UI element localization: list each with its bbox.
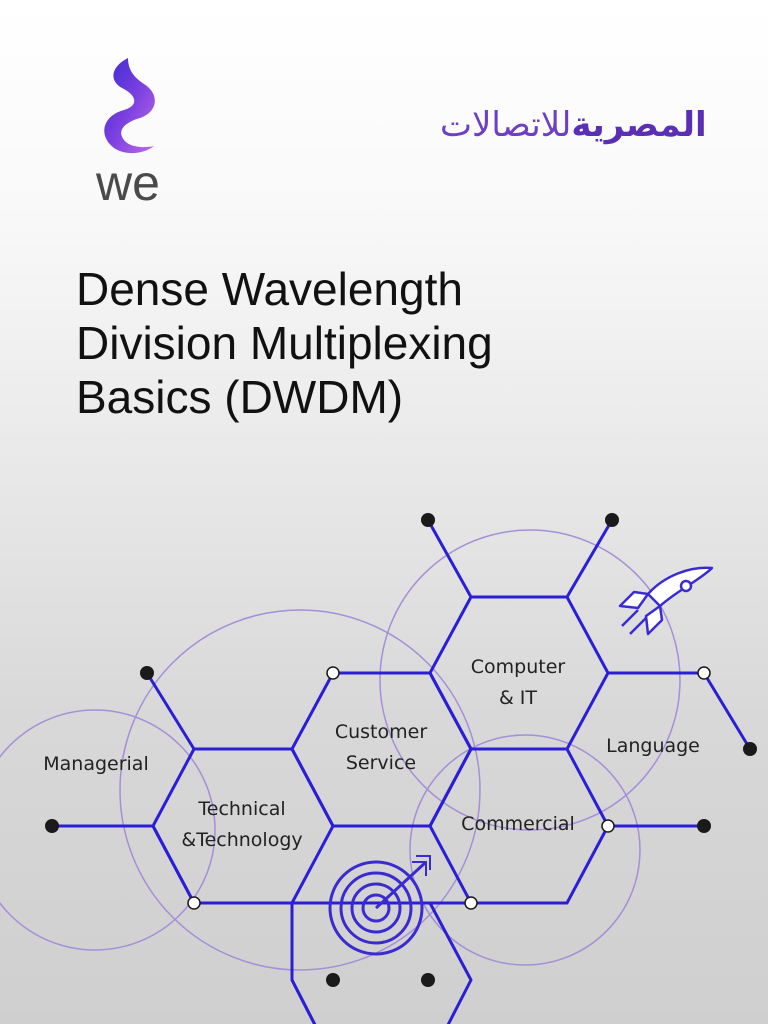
we-logo-text: we <box>95 155 160 211</box>
label-language: Language <box>606 735 700 757</box>
label-technical-line2: &Technology <box>181 829 302 851</box>
label-computer-line2: & IT <box>499 687 537 709</box>
hex-technical <box>151 747 335 905</box>
arabic-brand-word-1: المصرية <box>571 105 707 145</box>
arabic-brand-word-2: للاتصالات <box>440 105 572 145</box>
skill-labels: Managerial Technical &Technology Custome… <box>43 656 700 851</box>
label-customer-line1: Customer <box>335 721 427 743</box>
filled-nodes <box>45 513 757 987</box>
rocket-icon <box>618 566 714 636</box>
skills-hexagon-diagram: Managerial Technical &Technology Custome… <box>0 500 768 1024</box>
label-customer-line2: Service <box>346 752 416 774</box>
hexagon-lines <box>52 519 752 1024</box>
we-logo-mark: we <box>95 58 160 211</box>
title-line-2: Division Multiplexing <box>76 317 493 369</box>
label-technical-line1: Technical <box>197 798 285 820</box>
circle-technical <box>119 609 481 971</box>
hollow-nodes <box>187 666 711 910</box>
document-title: Dense Wavelength Division Multiplexing B… <box>76 262 716 424</box>
we-logo: we <box>68 52 188 212</box>
title-line-1: Dense Wavelength <box>76 263 463 315</box>
target-icon <box>328 855 431 956</box>
label-computer-line1: Computer <box>471 656 566 678</box>
hexagon-network-graphic: Managerial Technical &Technology Custome… <box>0 513 757 1024</box>
background-circles <box>0 529 681 971</box>
hex-commercial <box>428 747 610 905</box>
circle-managerial <box>0 709 216 951</box>
circle-computer <box>379 529 681 831</box>
label-managerial: Managerial <box>43 753 148 775</box>
circle-commercial <box>409 734 641 966</box>
title-line-3: Basics (DWDM) <box>76 371 404 423</box>
label-commercial: Commercial <box>461 813 575 835</box>
